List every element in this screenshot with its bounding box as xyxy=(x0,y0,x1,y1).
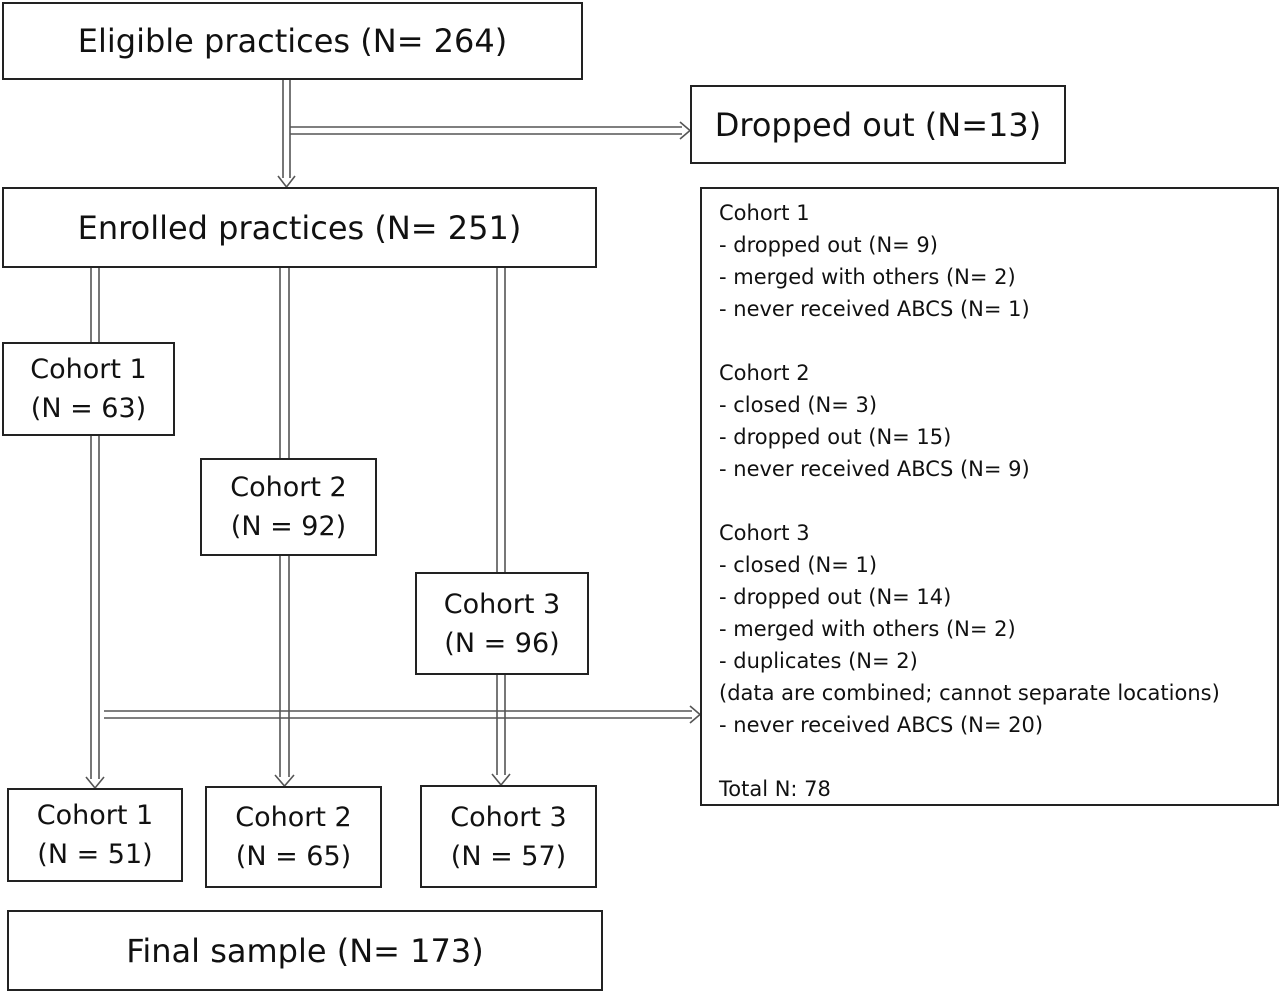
cohort1-enrolled-name: Cohort 1 xyxy=(30,354,147,385)
arrowhead-enrolled xyxy=(277,175,296,189)
exclusion-item: - never received ABCS (N= 20) xyxy=(719,713,1044,737)
exclusion-item: - never received ABCS (N= 1) xyxy=(719,297,1030,321)
cohort1-enrolled-count: (N = 63) xyxy=(30,393,147,424)
enrolled-practices-box: Enrolled practices (N= 251) xyxy=(2,187,597,268)
eligible-practices-label: Eligible practices (N= 264) xyxy=(77,22,508,60)
cohort2-enrolled-name: Cohort 2 xyxy=(230,472,347,503)
arrowhead-dropped xyxy=(679,121,692,140)
final-sample-label: Final sample (N= 173) xyxy=(126,931,484,970)
exclusion-item: - closed (N= 3) xyxy=(719,393,878,417)
exclusions-box: Cohort 1 - dropped out (N= 9) - merged w… xyxy=(700,187,1279,806)
enrolled-practices-label: Enrolled practices (N= 251) xyxy=(77,208,522,247)
spacer xyxy=(719,485,1277,517)
exclusion-item: - dropped out (N= 14) xyxy=(719,585,952,609)
cohort3-final-name: Cohort 3 xyxy=(450,801,567,833)
arrowhead-cohort3-final xyxy=(491,773,511,787)
cohort2-final-count: (N = 65) xyxy=(235,841,352,872)
cohort1-final-name: Cohort 1 xyxy=(36,800,154,831)
cohort3-enrolled-count: (N = 96) xyxy=(444,627,560,659)
spacer xyxy=(719,741,1277,773)
exclusion-item: - closed (N= 1) xyxy=(719,553,878,577)
cohort1-final-count: (N = 51) xyxy=(37,839,153,870)
exclusion-note: (data are combined; cannot separate loca… xyxy=(719,681,1220,705)
cohort3-final-box: Cohort 3 (N = 57) xyxy=(420,785,597,888)
arrowhead-cohort1-final xyxy=(85,776,105,790)
exclusion-cohort3-title: Cohort 3 xyxy=(719,521,810,545)
exclusion-item: - dropped out (N= 9) xyxy=(719,233,938,257)
cohort3-enrolled-box: Cohort 3 (N = 96) xyxy=(415,572,589,675)
cohort1-final-box: Cohort 1 (N = 51) xyxy=(7,788,183,882)
exclusion-item: - dropped out (N= 15) xyxy=(719,425,952,449)
eligible-practices-box: Eligible practices (N= 264) xyxy=(2,2,583,80)
cohort2-final-name: Cohort 2 xyxy=(235,802,352,833)
arrowhead-exclusions xyxy=(689,705,702,724)
cohort2-enrolled-box: Cohort 2 (N = 92) xyxy=(200,458,377,556)
exclusion-cohort2-title: Cohort 2 xyxy=(719,361,810,385)
exclusion-item: - merged with others (N= 2) xyxy=(719,265,1016,289)
arrowhead-cohort2-final xyxy=(274,774,295,788)
dropped-out-label: Dropped out (N=13) xyxy=(714,105,1042,144)
cohort2-enrolled-count: (N = 92) xyxy=(230,511,347,542)
final-sample-box: Final sample (N= 173) xyxy=(7,910,603,991)
cohort1-enrolled-box: Cohort 1 (N = 63) xyxy=(2,342,175,436)
dropped-out-box: Dropped out (N=13) xyxy=(690,85,1066,164)
cohort2-final-box: Cohort 2 (N = 65) xyxy=(205,786,382,888)
cohort3-enrolled-name: Cohort 3 xyxy=(443,588,561,620)
spacer xyxy=(719,325,1277,357)
exclusion-cohort1-title: Cohort 1 xyxy=(719,201,810,225)
exclusion-item: - never received ABCS (N= 9) xyxy=(719,457,1030,481)
exclusion-item: - merged with others (N= 2) xyxy=(719,617,1016,641)
exclusion-item: - duplicates (N= 2) xyxy=(719,649,918,673)
exclusion-total: Total N: 78 xyxy=(719,777,831,801)
cohort3-final-count: (N = 57) xyxy=(450,840,567,872)
